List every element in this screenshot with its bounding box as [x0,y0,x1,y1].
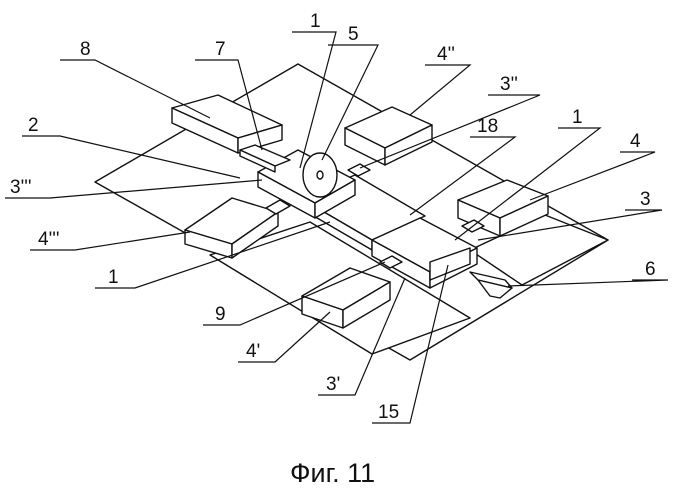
leader-4dbl [410,65,470,115]
label-8: 8 [80,39,91,60]
label-1-left: 1 [108,267,119,288]
label-9: 9 [215,304,226,325]
label-1-right: 1 [572,107,583,128]
label-7: 7 [215,39,226,60]
label-6: 6 [645,259,656,280]
label-18: 18 [477,116,498,137]
label-3-triple-prime: 3''' [10,177,31,198]
label-3-prime: 3' [326,374,340,395]
saw-disc-5 [303,153,337,197]
label-2: 2 [28,115,39,136]
leader-4 [530,152,655,200]
label-4-triple-prime: 4''' [38,229,59,250]
label-4-double-prime: 4'' [437,44,455,65]
label-4: 4 [630,131,641,152]
figure-caption: Фиг. 11 [290,458,375,488]
label-3-double-prime: 3'' [500,74,518,95]
label-4-prime: 4' [246,341,260,362]
label-3: 3 [640,189,651,210]
saw-disc [303,153,337,197]
label-1-top: 1 [310,11,321,32]
label-15: 15 [378,402,399,423]
label-5: 5 [348,24,359,45]
